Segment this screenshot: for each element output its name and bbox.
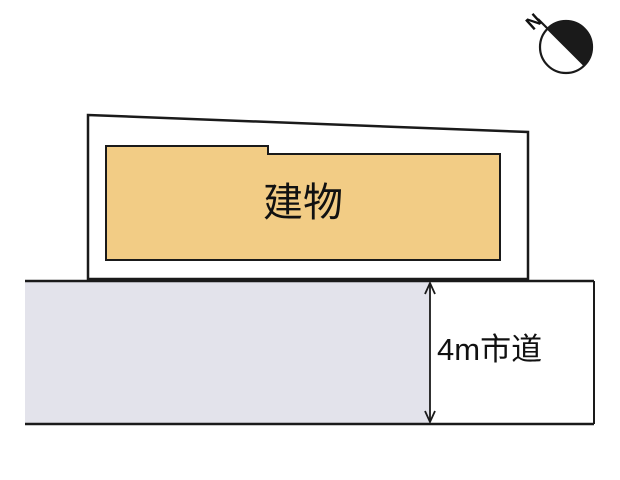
road-area bbox=[25, 279, 595, 426]
compass-north-label: N bbox=[522, 10, 546, 35]
road-width-arrowhead-bottom bbox=[424, 410, 436, 425]
road-pavement bbox=[25, 281, 430, 424]
building-outline bbox=[105, 145, 501, 261]
building-label: 建物 bbox=[263, 181, 343, 225]
road-label: 4m市道 bbox=[437, 332, 542, 367]
building-shape bbox=[106, 146, 500, 260]
north-arrow-icon: N bbox=[522, 10, 594, 75]
road-width-arrow bbox=[424, 280, 436, 425]
compass-half-disk bbox=[547, 20, 593, 66]
road-width-arrowhead-top bbox=[424, 280, 436, 295]
compass-needle-line bbox=[537, 18, 586, 67]
